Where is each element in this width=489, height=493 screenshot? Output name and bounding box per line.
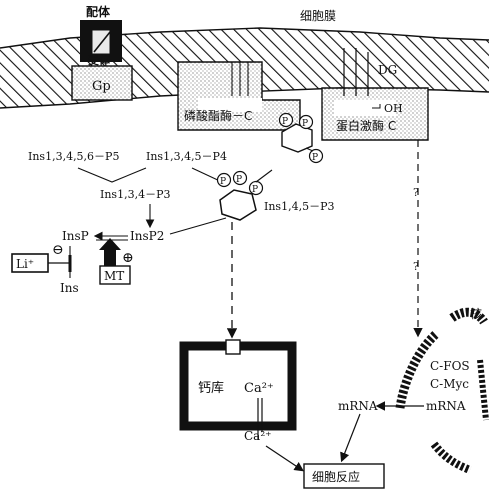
protein-kinase-c-label: 蛋白激酶 C bbox=[336, 118, 396, 133]
ins-145-label: Ins1,4,5－P3 bbox=[264, 200, 334, 213]
receptor-label: 受体 bbox=[88, 53, 111, 67]
membrane-to-ip3-line bbox=[256, 170, 272, 182]
merge-lines bbox=[78, 168, 146, 182]
question-mark-2: ? bbox=[413, 260, 419, 273]
mrna-to-response-arrow bbox=[342, 414, 360, 460]
ins-13456-label: Ins1,3,4,5,6－P5 bbox=[28, 150, 119, 163]
li-label: Li⁺ bbox=[16, 257, 34, 271]
ip3-phosphate-1: P bbox=[220, 177, 226, 187]
ip3-phosphate-2: P bbox=[236, 175, 242, 185]
mt-label: MT bbox=[104, 269, 124, 283]
ligand-label: 配体 bbox=[86, 4, 111, 19]
membrane-label: 细胞膜 bbox=[300, 9, 336, 23]
gp-label: Gp bbox=[92, 79, 111, 94]
nucleus-label: 核 bbox=[470, 307, 482, 321]
insp-label: InsP bbox=[62, 229, 89, 243]
ip3-to-insp2-line bbox=[170, 218, 226, 234]
minus-symbol: ⊖ bbox=[52, 242, 64, 258]
calcium-outside-label: Ca²⁺ bbox=[244, 429, 271, 443]
phosphate-label-1: P bbox=[282, 117, 288, 127]
phospholipase-c-label: 磷酸酯酶－C bbox=[184, 108, 252, 123]
ins-1345-label: Ins1,3,4,5－P4 bbox=[146, 150, 227, 163]
cell-response-label: 细胞反应 bbox=[312, 469, 360, 484]
ip3-phosphate-3: P bbox=[252, 185, 258, 195]
mt-activation-arrow bbox=[99, 238, 121, 266]
calcium-channel bbox=[226, 340, 240, 354]
oh-label: OH bbox=[384, 102, 403, 115]
question-mark-1: ? bbox=[413, 186, 419, 199]
ins-label: Ins bbox=[60, 281, 79, 295]
phosphate-label-3: P bbox=[312, 153, 318, 163]
dg-label: DG bbox=[378, 63, 397, 77]
calcium-store-label: 钙库 bbox=[198, 380, 224, 396]
cmyc-label: C-Myc bbox=[430, 377, 469, 391]
phosphate-label-2: P bbox=[302, 119, 308, 129]
plus-symbol: ⊕ bbox=[122, 250, 134, 266]
mrna-right-label: mRNA bbox=[426, 399, 466, 413]
cfos-label: C-FOS bbox=[430, 359, 470, 373]
ins-134-label: Ins1,3,4－P3 bbox=[100, 188, 170, 201]
insp2-label: InsP2 bbox=[130, 229, 164, 243]
nucleus bbox=[400, 312, 486, 470]
mrna-left-label: mRNA bbox=[338, 399, 378, 413]
calcium-inside-label: Ca²⁺ bbox=[244, 381, 274, 396]
calcium-to-response-arrow bbox=[266, 446, 302, 470]
